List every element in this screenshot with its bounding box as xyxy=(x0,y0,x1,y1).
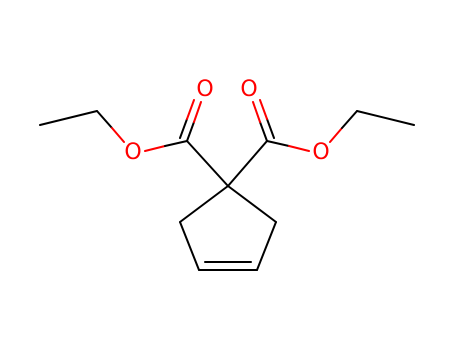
bond-left-carbonyl-center xyxy=(186,140,229,187)
oxygen-label-left-ester: O xyxy=(124,140,141,165)
bond-ring-center-right xyxy=(227,185,277,223)
bond-left-c-double-o-1-black xyxy=(186,121,195,142)
bond-right-carbonyl-center xyxy=(227,140,268,187)
bond-right-ethyl-ch2-ch3 xyxy=(356,110,415,126)
bond-right-o-ch2-black xyxy=(341,110,358,129)
bond-left-o-carbonyl-red xyxy=(144,145,166,152)
bond-left-o-carbonyl-black xyxy=(164,140,188,147)
oxygen-label-right-ester: O xyxy=(312,140,329,165)
bond-ring-left-down xyxy=(179,221,200,271)
bond-right-c-double-o-1-red xyxy=(252,101,261,123)
bond-ring-right-down xyxy=(256,221,277,271)
bond-ring-center-left xyxy=(179,185,229,223)
bond-right-c-double-o-2-black xyxy=(266,118,275,139)
bond-right-c-double-o-2-red xyxy=(259,99,268,120)
bond-right-carbonyl-o-black xyxy=(266,140,290,147)
oxygen-label-left-carbonyl: O xyxy=(196,77,213,102)
bond-right-c-double-o-1-black xyxy=(259,121,268,142)
bond-right-carbonyl-o-red xyxy=(288,145,310,152)
bond-left-c-double-o-2-black xyxy=(179,118,188,139)
bond-left-ch2-o-black xyxy=(96,110,113,129)
bond-left-c-double-o-2-red xyxy=(186,99,195,120)
oxygen-label-right-carbonyl: O xyxy=(240,77,257,102)
bond-right-o-ch2-red xyxy=(329,127,343,143)
bond-left-c-double-o-1-red xyxy=(193,101,202,123)
bond-left-ch2-o-red xyxy=(111,127,125,143)
bond-left-ethyl-ch3-ch2 xyxy=(39,110,98,126)
